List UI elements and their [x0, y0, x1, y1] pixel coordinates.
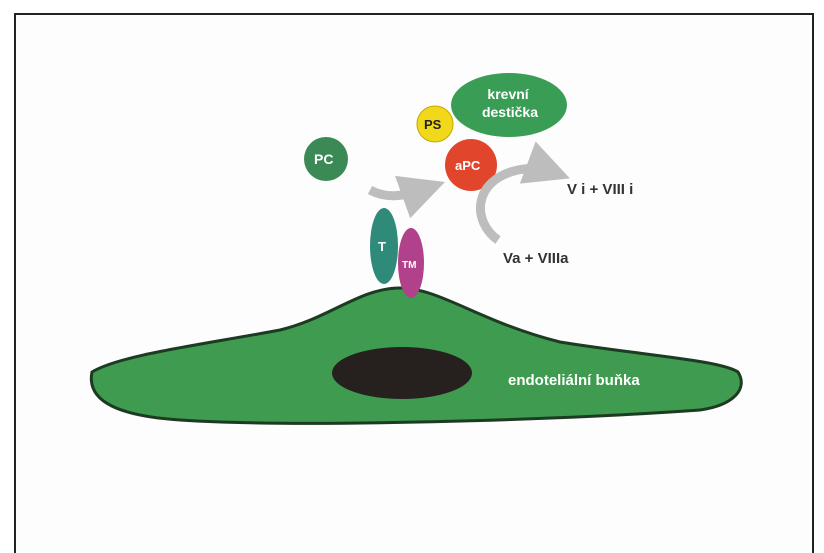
ps-label: PS: [424, 117, 442, 132]
cell-label: endoteliální buňka: [508, 372, 640, 389]
pc-label: PC: [314, 151, 333, 167]
apc-label: aPC: [455, 158, 481, 173]
activated-factors-label: Va + VIIIa: [503, 250, 569, 267]
curved-arrow-icon: [480, 169, 553, 240]
thrombin-label: T: [378, 239, 386, 254]
protein-c-pathway-diagram: endoteliální buňka T TM PC krevní destič…: [0, 0, 824, 540]
thrombomodulin-label: TM: [402, 260, 416, 271]
nucleus: [332, 347, 472, 399]
inactivated-factors-label: V i + VIII i: [567, 181, 633, 198]
curved-arrow-icon: [370, 188, 428, 196]
